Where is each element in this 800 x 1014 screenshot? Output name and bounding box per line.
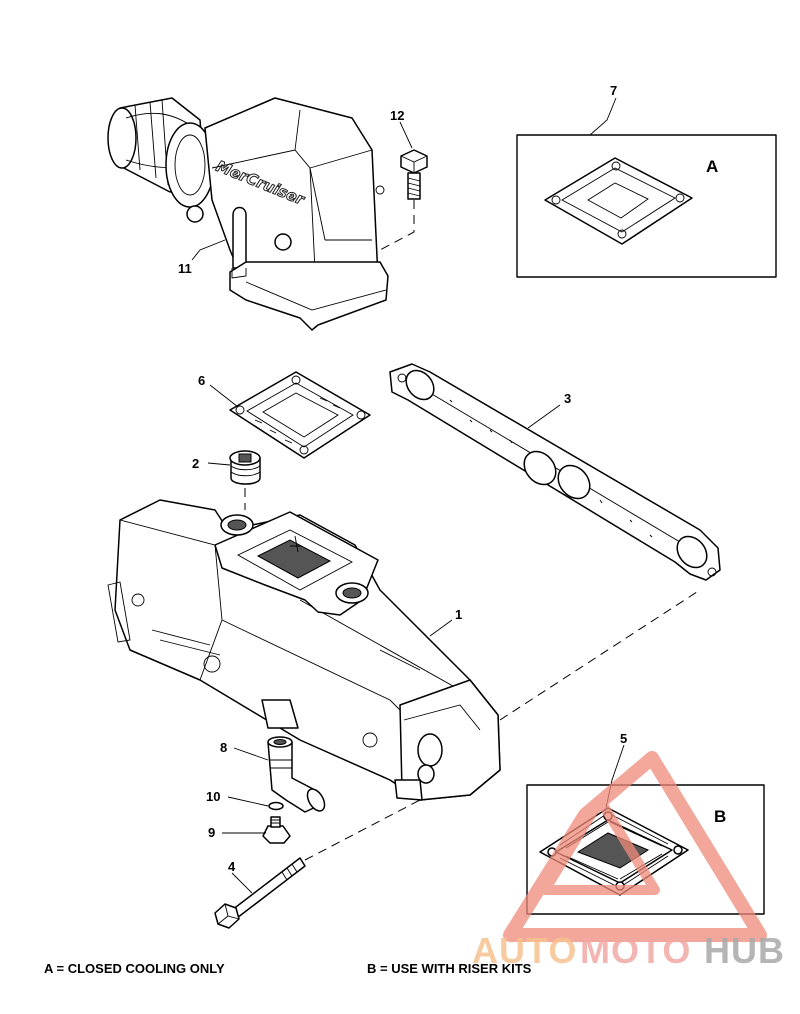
- o-ring-part-10: [268, 801, 284, 811]
- callout-11: 11: [178, 261, 192, 276]
- watermark-logo-triangle: [503, 751, 767, 942]
- callout-labels: 7 12 11 6 2 3 1 8 10 9 4 5 A B: [178, 83, 726, 874]
- box-b-frame: [526, 784, 765, 915]
- callout-5: 5: [620, 731, 627, 746]
- pipe-plug-part-2: [229, 450, 261, 485]
- leader-lines: [191, 97, 625, 894]
- exhaust-elbow-part-11: MerCruiser: [107, 97, 389, 331]
- callout-2: 2: [192, 456, 199, 471]
- fitting-part-9: [262, 816, 291, 844]
- elbow-fitting-part-8: [267, 736, 326, 813]
- callout-4: 4: [228, 859, 236, 874]
- callout-6: 6: [198, 373, 205, 388]
- manifold-gasket-part-3: [389, 363, 721, 581]
- box-a-frame: [516, 134, 777, 278]
- watermark-part-moto: MOTO: [580, 930, 692, 971]
- bolt-part-12: [400, 149, 428, 200]
- watermark-part-hub: HUB: [704, 930, 785, 971]
- watermark-part-auto: AUTO: [472, 930, 578, 971]
- note-b: B = USE WITH RISER KITS: [367, 961, 532, 976]
- gasket-part-6: [229, 371, 371, 459]
- box-a-letter: A: [706, 157, 718, 176]
- callout-9: 9: [208, 825, 215, 840]
- callout-10: 10: [206, 789, 220, 804]
- callout-1: 1: [455, 607, 462, 622]
- callout-8: 8: [220, 740, 227, 755]
- stud-bolt-part-4: [214, 857, 306, 929]
- watermark-text: AUTO MOTO HUB: [472, 930, 796, 974]
- callout-7: 7: [610, 83, 617, 98]
- bolt-4-alignment-line: [304, 799, 421, 861]
- gasket-part-7: [544, 157, 693, 245]
- callout-3: 3: [564, 391, 571, 406]
- box-b-letter: B: [714, 807, 726, 826]
- exhaust-manifold-part-1: [107, 499, 501, 801]
- bolt-12-alignment-line: [379, 200, 415, 251]
- callout-12: 12: [390, 108, 404, 123]
- note-a: A = CLOSED COOLING ONLY: [44, 961, 225, 976]
- gasket-3-alignment-line: [499, 589, 701, 721]
